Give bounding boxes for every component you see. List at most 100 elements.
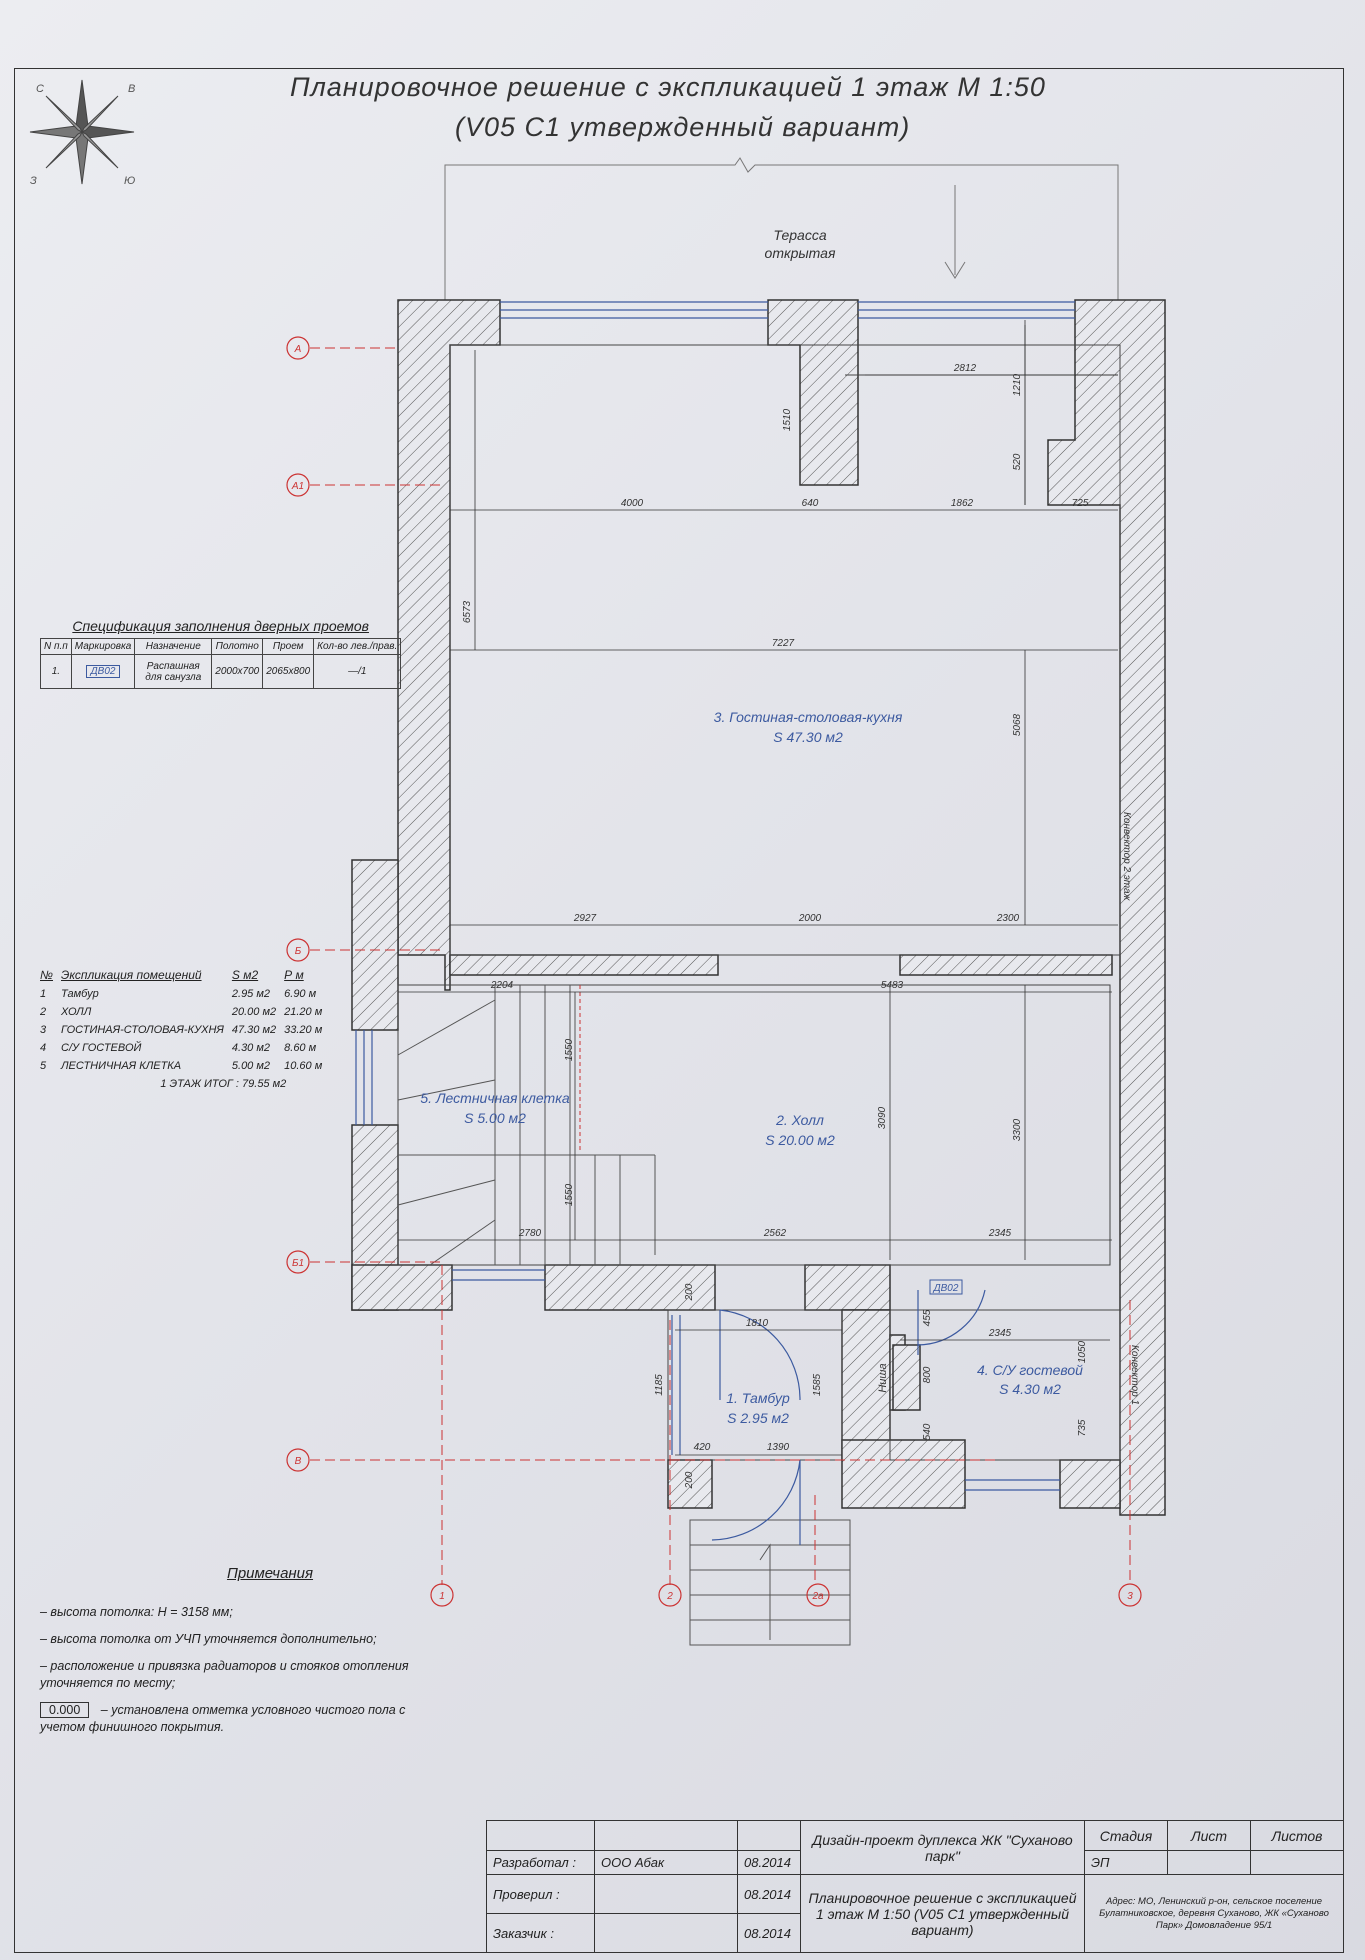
compass-label-s: Ю (124, 175, 135, 187)
door-spec-col-leaf: Полотно (211, 638, 264, 655)
drawing-title-line1: Планировочное решение с экспликацией 1 э… (290, 72, 1046, 102)
dim-200-top: 200 (684, 1283, 695, 1301)
expl-s: 4.30 м2 (231, 1042, 271, 1054)
axis-labels: А А1 Б Б1 В 1 2 2а 3 (291, 344, 1133, 1602)
drawing-title-line2: (V05 C1 утвержденный вариант) (455, 112, 911, 142)
level-mark: 0.000 (40, 1702, 90, 1718)
terrace-outline (444, 157, 1119, 300)
expl-name: ГОСТИНАЯ-СТОЛОВАЯ-КУХНЯ (61, 1024, 224, 1036)
axis-label-b: Б (295, 946, 302, 957)
room-4-area: S 4.30 м2 (999, 1381, 1061, 1397)
axis-label-1: 1 (439, 1591, 445, 1602)
convector-1-label: Конвектор 1 (1129, 1345, 1140, 1405)
door-spec-col-purpose: Назначение (134, 638, 213, 655)
compass-label-w: З (30, 175, 37, 187)
expl-n: 4 (40, 1042, 47, 1054)
expl-n: 3 (40, 1024, 47, 1036)
expl-name: ЛЕСТНИЧНАЯ КЛЕТКА (61, 1060, 182, 1072)
expl-col-s: S м2 (231, 968, 259, 982)
axis-label-2: 2 (666, 1591, 673, 1602)
notes-heading: Примечания (226, 1565, 314, 1582)
expl-col-n: № (40, 968, 53, 982)
dim-1210: 1210 (1012, 373, 1023, 396)
project-name: Дизайн-проект дуплекса ЖК "Суханово парк… (800, 1820, 1085, 1875)
notes: Примечания – высота потолка: H = 3158 мм… (40, 1565, 420, 1746)
dim-2927: 2927 (573, 913, 597, 924)
dim-2812: 2812 (953, 363, 977, 374)
dim-1050: 1050 (1077, 1340, 1088, 1363)
sheet-title: Планировочное решение с экспликацией 1 э… (800, 1874, 1085, 1953)
misc-labels: ДВ02 Ниша Конвектор 1 Конвектор 2 этаж (877, 812, 1140, 1405)
note-item: – расположение и привязка радиаторов и с… (40, 1659, 409, 1690)
door-spec-mark-tag: ДВ02 (85, 665, 121, 678)
room-5-name: 5. Лестничная клетка (420, 1090, 569, 1106)
axis-label-2a: 2а (811, 1591, 824, 1602)
dim-1390: 1390 (767, 1442, 790, 1453)
expl-name: ХОЛЛ (61, 1006, 92, 1018)
developed-date: 08.2014 (737, 1850, 801, 1875)
axis-label-a: А (294, 344, 302, 355)
dim-2300: 2300 (996, 913, 1020, 924)
expl-name: С/У ГОСТЕВОЙ (61, 1042, 142, 1054)
dim-455: 455 (922, 1309, 933, 1326)
door-spec: Спецификация заполнения дверных проемов … (40, 618, 402, 689)
terrace-sublabel: открытая (765, 245, 836, 261)
dim-2345-b: 2345 (988, 1328, 1012, 1339)
dim-2204: 2204 (490, 980, 514, 991)
axis-label-v: В (295, 1456, 302, 1467)
dim-735: 735 (1077, 1419, 1088, 1436)
sheet-frame (14, 68, 1344, 1953)
developed-label: Разработал : (486, 1850, 595, 1875)
dim-640: 640 (802, 498, 819, 509)
customer-label: Заказчик : (486, 1913, 595, 1953)
axis-label-b1: Б1 (292, 1258, 304, 1269)
dim-725: 725 (1072, 498, 1089, 509)
sheets-label: Листов (1250, 1820, 1344, 1851)
door-swings (711, 1289, 986, 1545)
expl-n: 1 (40, 988, 47, 1000)
dim-2562: 2562 (763, 1228, 787, 1239)
door-spec-col-qty: Кол-во лев./прав. (313, 638, 402, 655)
room-3-area: S 47.30 м2 (773, 729, 843, 745)
address: Адрес: МО, Ленинский р-он, сельское посе… (1084, 1874, 1344, 1953)
dim-2780: 2780 (518, 1228, 542, 1239)
compass-label-e: В (128, 83, 135, 95)
note-item: – высота потолка от УЧП уточняется допол… (40, 1632, 377, 1646)
dim-1550-b: 1550 (564, 1183, 575, 1206)
expl-p: 10.60 м (284, 1060, 323, 1072)
dimension-texts: 2812 1210 1510 520 4000 640 1862 725 657… (462, 363, 1089, 1489)
expl-row: 5 ЛЕСТНИЧНАЯ КЛЕТКА 5.00 м2 10.60 м (36, 1057, 326, 1075)
compass-label-n: С (36, 83, 44, 95)
expl-s: 5.00 м2 (231, 1060, 271, 1072)
note-item: – высота потолка: H = 3158 мм; (40, 1605, 233, 1619)
dim-200-bottom: 200 (684, 1471, 695, 1489)
expl-row: 4 С/У ГОСТЕВОЙ 4.30 м2 8.60 м (36, 1039, 326, 1057)
door-spec-cell-opening: 2065х800 (262, 654, 315, 689)
door-spec-cell-purpose: Распашная для санузла (134, 654, 213, 689)
room-labels: 3. Гостиная-столовая-кухня S 47.30 м2 2.… (420, 709, 1083, 1426)
dim-1510: 1510 (782, 408, 793, 431)
stage-value: ЭП (1084, 1850, 1168, 1875)
checked-label: Проверил : (486, 1874, 595, 1914)
door-spec-table: N п.п Маркировка Назначение Полотно Прое… (40, 638, 402, 689)
level-text: – установлена отметка условного чистого … (40, 1703, 406, 1734)
stage-label: Стадия (1084, 1820, 1168, 1851)
axis-lines (310, 347, 1131, 1585)
expl-name: Тамбур (61, 988, 99, 1000)
room-3-name: 3. Гостиная-столовая-кухня (714, 709, 903, 725)
dim-2345: 2345 (988, 1228, 1012, 1239)
expl-p: 8.60 м (284, 1042, 317, 1054)
door-spec-col-opening: Проем (262, 638, 315, 655)
door-spec-col-mark: Маркировка (70, 638, 136, 655)
door-spec-cell-mark: ДВ02 (70, 654, 136, 689)
expl-n: 5 (40, 1060, 47, 1072)
axis-label-3: 3 (1127, 1591, 1133, 1602)
dimension-lines (398, 320, 1118, 1456)
dim-5068: 5068 (1012, 713, 1023, 736)
